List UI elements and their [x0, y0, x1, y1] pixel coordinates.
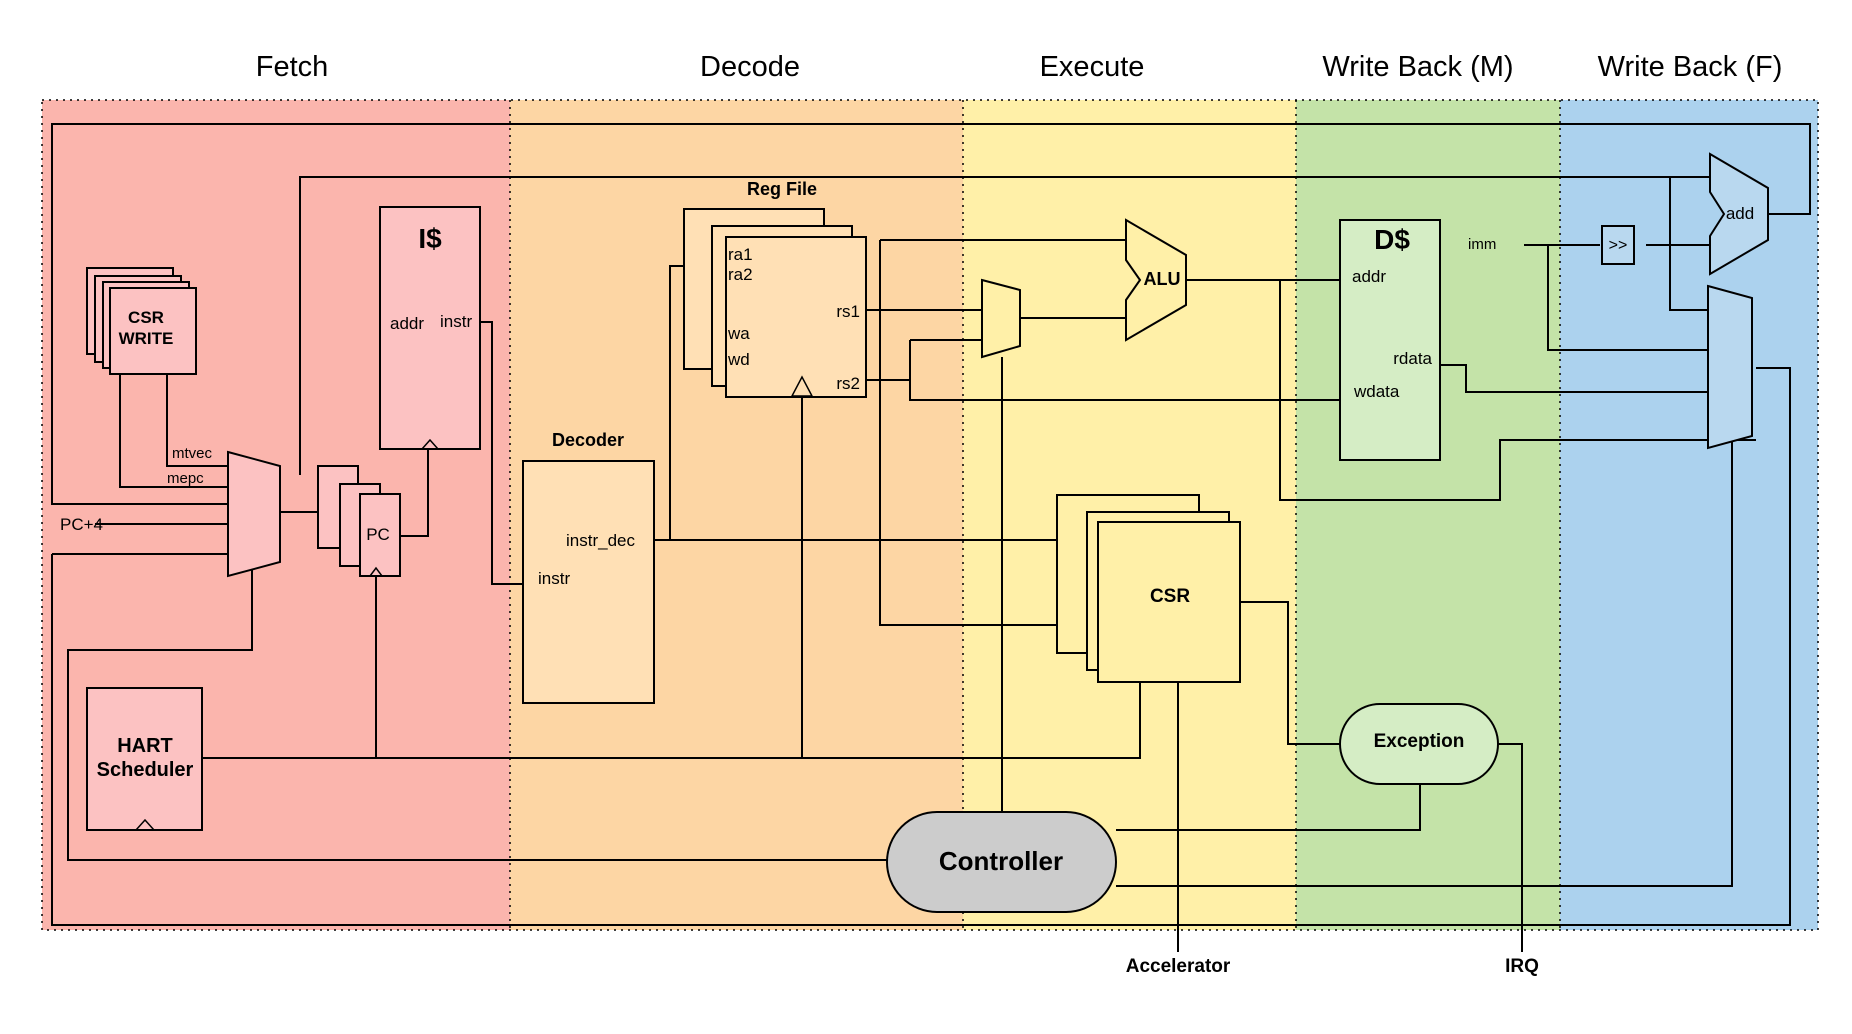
shift-block — [1601, 225, 1635, 265]
stage-wbf-bg — [1560, 100, 1818, 930]
regfile-ra1-label: ra1 — [728, 245, 753, 264]
pc-clock-icon — [368, 566, 384, 577]
decoder-instr-label: instr — [538, 569, 570, 588]
icache-addr-label: addr — [390, 314, 424, 333]
controller-label: Controller — [939, 846, 1063, 876]
adder-label: add — [1726, 204, 1754, 223]
decoder-block — [522, 460, 655, 704]
hart-scheduler-block — [86, 687, 203, 831]
regfile-wd-label: wd — [727, 350, 750, 369]
regfile-rs1-label: rs1 — [836, 302, 860, 321]
stage-label-execute: Execute — [1040, 51, 1145, 83]
dcache-rdata-label: rdata — [1393, 349, 1432, 368]
regfile-block — [683, 208, 867, 398]
csr-write-label-1: CSR — [128, 308, 164, 327]
exception-block — [1339, 703, 1499, 785]
mepc-label: mepc — [167, 470, 204, 487]
stage-label-fetch: Fetch — [256, 51, 329, 83]
imm-label: imm — [1468, 236, 1496, 253]
dcache-title: D$ — [1374, 224, 1410, 255]
controller-block — [886, 811, 1117, 913]
hart-label-1: HART — [117, 735, 173, 757]
regfile-rs2-label: rs2 — [836, 374, 860, 393]
csr-write-block — [86, 267, 197, 375]
regfile-title: Reg File — [747, 179, 817, 199]
adder-block — [1709, 152, 1769, 276]
hart-clock-icon — [134, 818, 156, 831]
pc-label: PC — [366, 525, 390, 544]
icache-instr-label: instr — [440, 312, 472, 331]
icache-clock-icon — [420, 438, 440, 450]
alu-block — [1125, 218, 1187, 342]
dcache-block — [1339, 219, 1441, 461]
stage-backgrounds — [42, 100, 1818, 930]
icache-title: I$ — [418, 223, 442, 254]
mtvec-label: mtvec — [172, 445, 213, 462]
irq-label: IRQ — [1505, 956, 1539, 977]
regfile-wa-label: wa — [727, 324, 750, 343]
exception-label: Exception — [1374, 731, 1465, 752]
stage-label-wbm: Write Back (M) — [1322, 51, 1513, 83]
dcache-addr-label: addr — [1352, 267, 1386, 286]
shift-label: >> — [1609, 237, 1628, 254]
alu-input-mux — [981, 278, 1021, 359]
csr-label: CSR — [1150, 586, 1190, 607]
regfile-clock-icon — [790, 375, 814, 397]
pc-select-mux — [227, 450, 281, 578]
alu-label: ALU — [1144, 269, 1181, 289]
stage-label-wbf: Write Back (F) — [1598, 51, 1783, 83]
dcache-wdata-label: wdata — [1353, 382, 1400, 401]
pc4-label: PC+4 — [60, 515, 103, 534]
decoder-instr-dec-label: instr_dec — [566, 531, 635, 550]
wires — [51, 123, 1811, 952]
stage-label-decode: Decode — [700, 51, 800, 83]
decoder-title: Decoder — [552, 430, 624, 450]
icache-block — [379, 206, 481, 450]
csr-write-label-2: WRITE — [119, 329, 174, 348]
accelerator-label: Accelerator — [1126, 956, 1231, 977]
regfile-ra2-label: ra2 — [728, 265, 753, 284]
hart-label-2: Scheduler — [97, 759, 194, 781]
writeback-mux — [1707, 284, 1753, 450]
csr-block — [1056, 494, 1241, 683]
stage-dividers — [41, 99, 1819, 931]
